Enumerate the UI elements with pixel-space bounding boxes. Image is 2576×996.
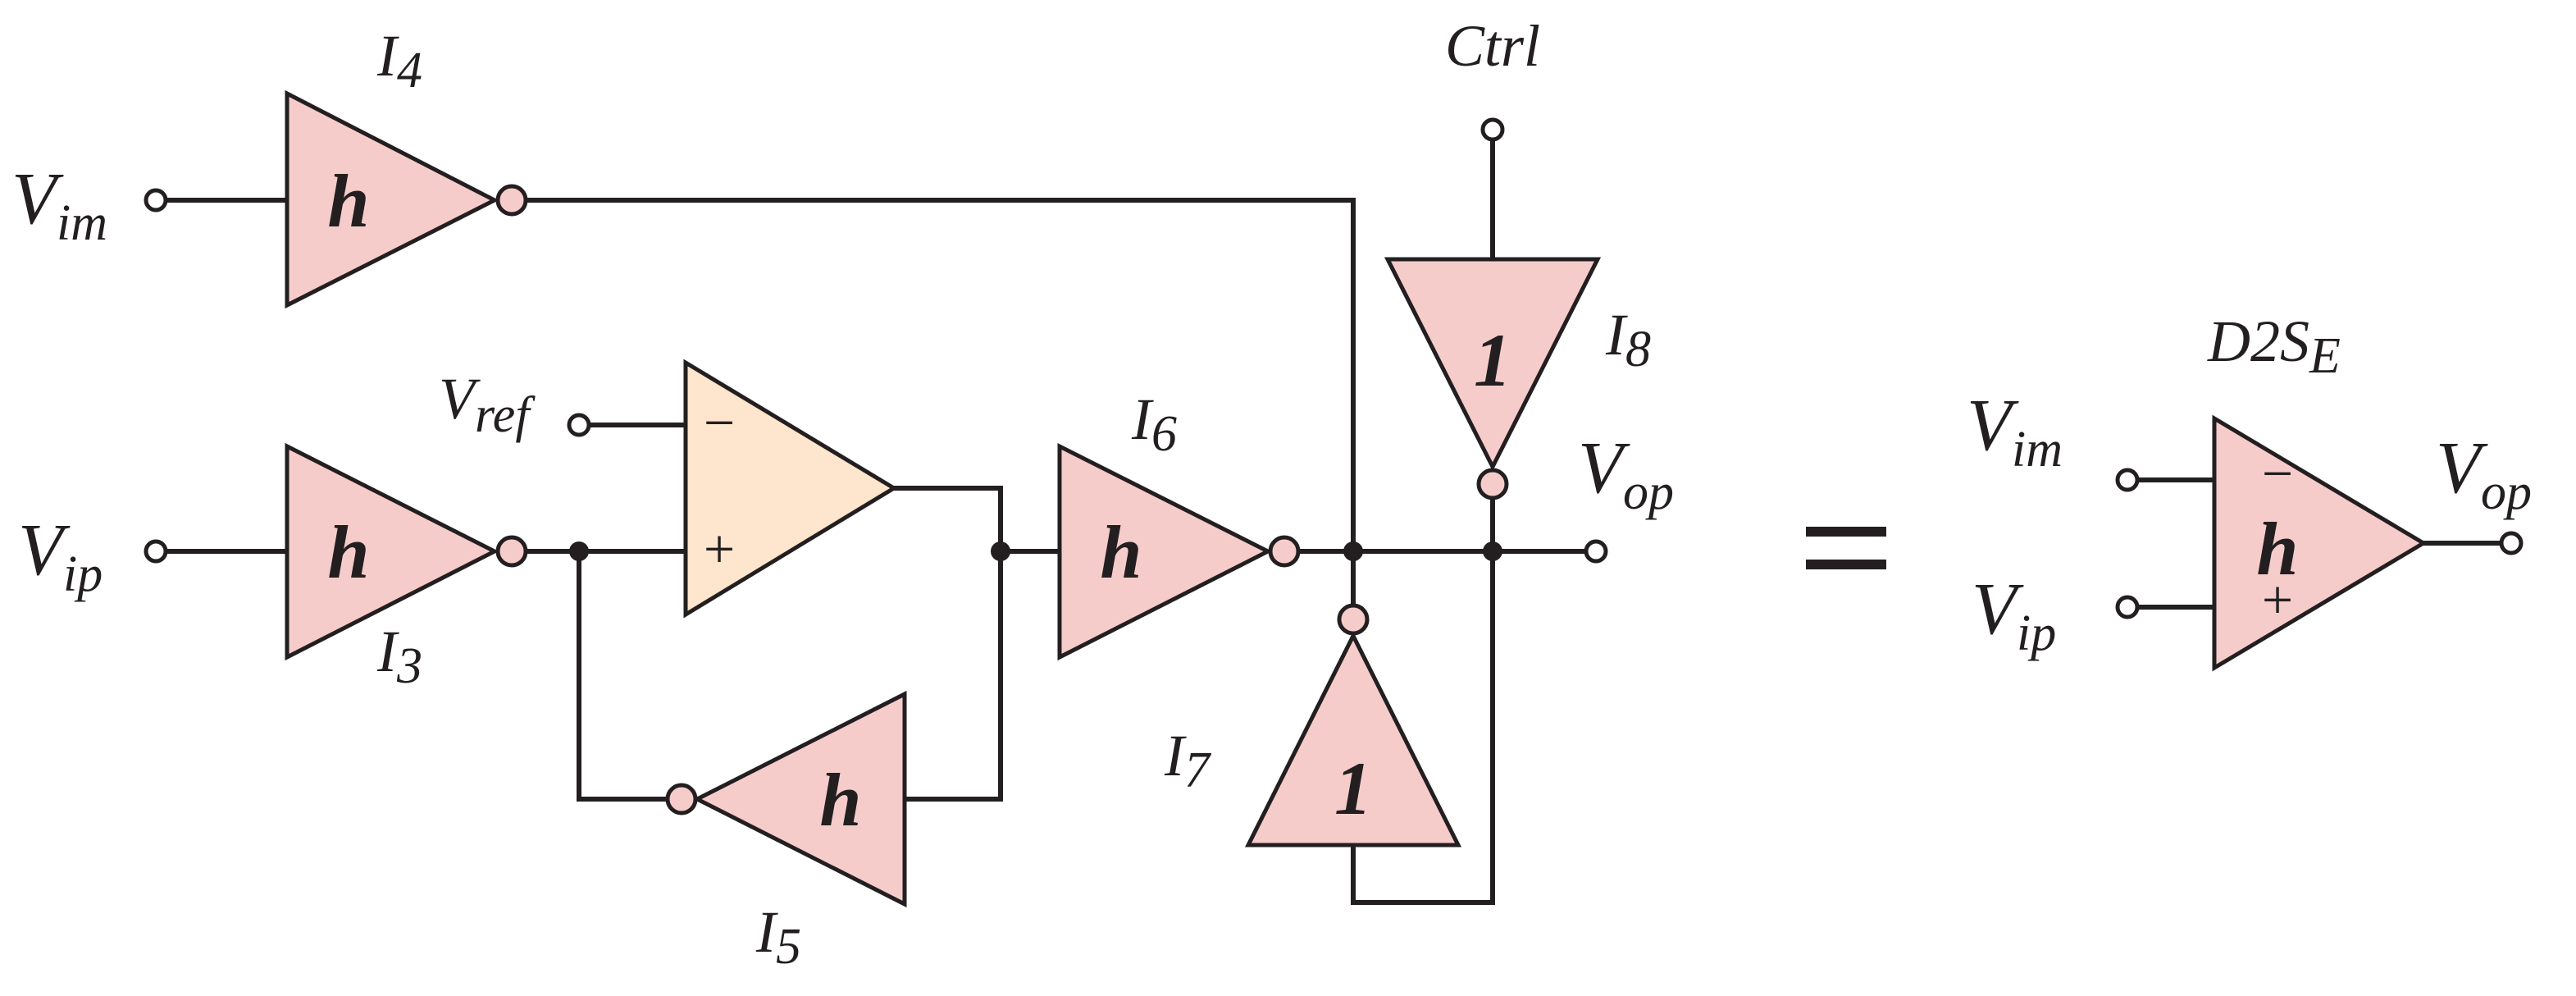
junction-comp-out (991, 541, 1010, 561)
i6-triangle (1057, 442, 1273, 661)
i5-triangle (692, 690, 907, 908)
i5-inverter-bubble (665, 783, 698, 816)
eq-gain: h (2256, 507, 2298, 591)
i4-triangle (285, 89, 499, 309)
i4-label: I4 (376, 23, 422, 98)
i8-gain: 1 (1474, 318, 1511, 402)
i8-label: I8 (1605, 302, 1651, 377)
junction-i3-out (569, 541, 589, 561)
i5-label: I5 (755, 899, 801, 975)
buffer-i6: h I6 (1057, 386, 1301, 661)
i6-inverter-bubble (1268, 535, 1301, 568)
junction-i4-i7 (1343, 541, 1363, 561)
label-ctrl: Ctrl (1445, 13, 1540, 79)
i3-label: I3 (376, 619, 422, 694)
i4-gain: h (327, 159, 369, 243)
junctions (569, 541, 1502, 561)
i8-triangle (1384, 257, 1602, 472)
port-vip (144, 539, 168, 564)
eq-plus: + (2262, 569, 2293, 631)
port-ctrl (1480, 117, 1505, 142)
comparator: − + (683, 359, 898, 619)
comparator-plus: + (704, 518, 735, 580)
i7-inverter-bubble (1337, 603, 1370, 636)
wire-i4-out (525, 198, 1356, 554)
label-vim: Vim (11, 158, 107, 251)
i5-gain: h (819, 758, 861, 842)
wire-comp-out (891, 486, 1003, 554)
wire-i5-return (902, 549, 1003, 802)
buffer-i5: h I5 (665, 690, 907, 975)
i6-gain: h (1100, 510, 1142, 594)
i8-inverter-bubble (1476, 468, 1509, 500)
port-vim (144, 188, 168, 212)
i4-inverter-bubble (495, 184, 528, 217)
i6-label: I6 (1131, 386, 1177, 462)
junction-i8-i7 (1483, 541, 1502, 561)
eq-title: D2SE (2207, 308, 2341, 384)
label-vip: Vip (18, 509, 103, 602)
buffer-i8: 1 I8 (1384, 257, 1651, 500)
equivalent-block: D2SE − h + Vim Vip Vop (1967, 308, 2532, 672)
i3-triangle (285, 442, 499, 661)
buffer-i7: 1 I7 (1164, 603, 1462, 848)
i7-triangle (1244, 631, 1462, 848)
i3-inverter-bubble (495, 535, 528, 568)
eq-label-vop: Vop (2436, 427, 2532, 520)
eq-port-vim (2115, 468, 2140, 492)
label-vref: Vref (439, 366, 536, 443)
eq-label-vim: Vim (1967, 385, 2063, 477)
comparator-triangle (683, 359, 898, 619)
eq-triangle (2212, 414, 2428, 672)
eq-label-vip: Vip (1972, 569, 2056, 661)
eq-port-vop (2499, 531, 2524, 555)
eq-minus: − (2262, 442, 2293, 505)
i3-gain: h (327, 510, 369, 594)
wire-i5-loop (577, 549, 668, 802)
ports (144, 117, 1608, 564)
i7-label: I7 (1164, 723, 1212, 798)
wire-n3-i7-base (1351, 549, 1495, 905)
comparator-minus: − (704, 391, 735, 454)
i7-gain: 1 (1334, 747, 1372, 830)
port-vop (1584, 539, 1608, 564)
buffer-i3: h I3 (285, 442, 528, 694)
wires (163, 137, 2505, 905)
label-vop: Vop (1578, 427, 1674, 520)
equals-sign (1806, 527, 1886, 569)
port-vref (567, 413, 591, 437)
buffer-i4: h I4 (285, 23, 528, 309)
eq-port-vip (2115, 595, 2140, 619)
